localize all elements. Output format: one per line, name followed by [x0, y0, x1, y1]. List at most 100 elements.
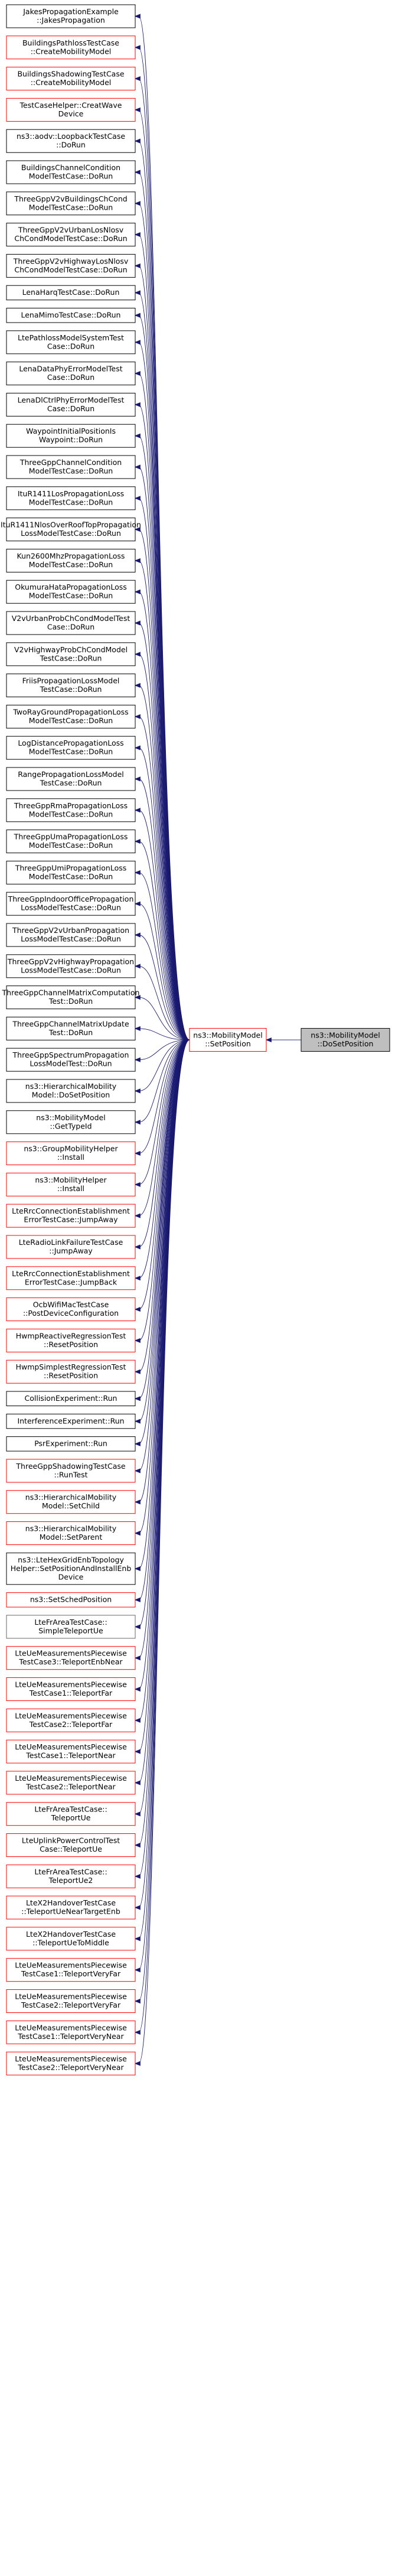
caller-node-ns3-mobilityhelper-install[interactable]: ns3::MobilityHelper::Install	[6, 1172, 136, 1196]
node-label-line: ModelTestCase::DoRun	[29, 872, 113, 881]
node-box	[6, 830, 136, 854]
caller-node-interferenceexperiment-run[interactable]: InterferenceExperiment::Run	[6, 1413, 136, 1429]
node-label-line: ThreeGppUmiPropagationLoss	[15, 863, 127, 872]
node-label-line: ::DoSetPosition	[318, 1039, 374, 1048]
caller-node-itur1411nlosoverrooftoppropagationlossmodeltestcase-dorun[interactable]: ItuR1411NlosOverRoofTopPropagationLossMo…	[1, 518, 141, 542]
caller-node-lterrcconnectionestablishmenterrortestcase-jumpback[interactable]: LteRrcConnectionEstablishmentErrorTestCa…	[6, 1266, 136, 1290]
caller-node-hwmpreactiveregressiontest-resetposition[interactable]: HwmpReactiveRegressionTest::ResetPositio…	[6, 1328, 136, 1352]
caller-node-threegpprmapropagationlossmodeltestcase-dorun[interactable]: ThreeGppRmaPropagationLossModelTestCase:…	[6, 798, 136, 822]
caller-node-ns3-ltehexgridenbtopologyhelper-setpositionandinstallenbdevice[interactable]: ns3::LteHexGridEnbTopologyHelper::SetPos…	[6, 1552, 136, 1585]
caller-node-threegppv2vurbanpropagationlossmodeltestcase-dorun[interactable]: ThreeGppV2vUrbanPropagationLossModelTest…	[6, 923, 136, 947]
caller-node-buildingschannelconditionmodeltestcase-dorun[interactable]: BuildingsChannelConditionModelTestCase::…	[6, 160, 136, 184]
caller-node-threegppindoorofficepropagationlossmodeltestcase-dorun[interactable]: ThreeGppIndoorOfficePropagationLossModel…	[6, 892, 136, 916]
caller-node-ltex2handovertestcase-teleportueneartargetenb[interactable]: LteX2HandoverTestCase::TeleportUeNearTar…	[6, 1895, 136, 1920]
do-set-position-node[interactable]: ns3::MobilityModel::DoSetPosition	[301, 1028, 390, 1052]
caller-node-lteuemeasurementspiecewisetestcase2-teleportnear[interactable]: LteUeMeasurementsPiecewiseTestCase2::Tel…	[6, 1771, 136, 1795]
edge-arrowhead	[134, 107, 141, 112]
caller-node-threegppumapropagationlossmodeltestcase-dorun[interactable]: ThreeGppUmaPropagationLossModelTestCase:…	[6, 830, 136, 854]
edge-arrowhead	[134, 232, 141, 238]
node-label-line: ::PostDeviceConfiguration	[23, 1309, 119, 1318]
caller-node-lteuemeasurementspiecewisetestcase2-teleportveryfar[interactable]: LteUeMeasurementsPiecewiseTestCase2::Tel…	[6, 1989, 136, 2013]
node-label-line: TestCase1::TeleportVeryNear	[17, 2032, 124, 2041]
caller-node-threegppchannelmatrixcomputationtest-dorun[interactable]: ThreeGppChannelMatrixComputationTest::Do…	[2, 985, 140, 1010]
caller-node-ltefrareatestcase-teleportue[interactable]: LteFrAreaTestCase::TeleportUe	[6, 1802, 136, 1826]
node-label-line: Model::SetParent	[40, 1533, 103, 1541]
call-edge	[138, 1039, 190, 1627]
node-label-line: LteUeMeasurementsPiecewise	[15, 1711, 127, 1720]
caller-node-tworaygroundpropagationlossmodeltestcase-dorun[interactable]: TwoRayGroundPropagationLossModelTestCase…	[6, 704, 136, 728]
caller-node-collisionexperiment-run[interactable]: CollisionExperiment::Run	[6, 1391, 136, 1406]
call-edge	[138, 747, 190, 1040]
caller-node-okumurahatapropagationlossmodeltestcase-dorun[interactable]: OkumuraHataPropagationLossModelTestCase:…	[6, 580, 136, 604]
caller-node-threegppumipropagationlossmodeltestcase-dorun[interactable]: ThreeGppUmiPropagationLossModelTestCase:…	[6, 860, 136, 884]
caller-node-threegppv2vurbanlosnlosvchcondmodeltestcase-dorun[interactable]: ThreeGppV2vUrbanLosNlosvChCondModelTestC…	[6, 223, 136, 247]
caller-node-lenamimotestcase-dorun[interactable]: LenaMimoTestCase::DoRun	[6, 308, 136, 323]
caller-node-ns3-hierarchicalmobilitymodel-setparent[interactable]: ns3::HierarchicalMobilityModel::SetParen…	[6, 1521, 136, 1545]
caller-node-itur1411lospropagationlossmodeltestcase-dorun[interactable]: ItuR1411LosPropagationLossModelTestCase:…	[6, 486, 136, 510]
caller-node-lenaharqtestcase-dorun[interactable]: LenaHarqTestCase::DoRun	[6, 285, 136, 301]
node-label-line: ns3::MobilityModel	[193, 1031, 262, 1040]
node-box	[6, 1864, 136, 1888]
caller-node-psrexperiment-run[interactable]: PsrExperiment::Run	[6, 1436, 136, 1452]
caller-node-buildingspathlosstestcase-createmobilitymodel[interactable]: BuildingsPathlossTestCase::CreateMobilit…	[6, 35, 136, 60]
node-label-line: TestCase::DoRun	[40, 779, 102, 788]
caller-node-threegppchannelconditionmodeltestcase-dorun[interactable]: ThreeGppChannelConditionModelTestCase::D…	[6, 455, 136, 479]
caller-node-threegppv2vbuildingschcondmodeltestcase-dorun[interactable]: ThreeGppV2vBuildingsChCondModelTestCase:…	[6, 191, 136, 216]
caller-node-ltex2handovertestcase-teleportuetomiddle[interactable]: LteX2HandoverTestCase::TeleportUeToMiddl…	[6, 1927, 136, 1951]
node-label-line: InterferenceExperiment::Run	[17, 1416, 124, 1425]
caller-node-hwmpsimplestregressiontest-resetposition[interactable]: HwmpSimplestRegressionTest::ResetPositio…	[6, 1359, 136, 1384]
caller-node-buildingsshadowingtestcase-createmobilitymodel[interactable]: BuildingsShadowingTestCase::CreateMobili…	[6, 67, 136, 91]
call-edges	[134, 14, 301, 2066]
caller-node-lteuplinkpowercontroltestcase-teleportue[interactable]: LteUplinkPowerControlTestCase::TeleportU…	[6, 1833, 136, 1857]
caller-node-lteuemeasurementspiecewisetestcase2-teleportfar[interactable]: LteUeMeasurementsPiecewiseTestCase2::Tel…	[6, 1708, 136, 1732]
caller-node-threegppv2vhighwaypropagationlossmodeltestcase-dorun[interactable]: ThreeGppV2vHighwayPropagationLossModelTe…	[6, 954, 136, 978]
node-label-line: BuildingsChannelCondition	[21, 163, 120, 172]
caller-node-lteuemeasurementspiecewisetestcase1-teleportfar[interactable]: LteUeMeasurementsPiecewiseTestCase1::Tel…	[6, 1677, 136, 1701]
node-label-line: ChCondModelTestCase::DoRun	[14, 265, 127, 274]
edge-arrowhead	[134, 340, 141, 345]
caller-node-lteuemeasurementspiecewisetestcase1-teleportverynear[interactable]: LteUeMeasurementsPiecewiseTestCase1::Tel…	[6, 2020, 136, 2044]
node-box	[6, 285, 136, 301]
caller-node-threegppv2vhighwaylosnlosvchcondmodeltestcase-dorun[interactable]: ThreeGppV2vHighwayLosNlosvChCondModelTes…	[6, 253, 136, 278]
caller-node-lteuemeasurementspiecewisetestcase2-teleportverynear[interactable]: LteUeMeasurementsPiecewiseTestCase2::Tel…	[6, 2051, 136, 2076]
caller-node-ocbwifimactestcase-postdeviceconfiguration[interactable]: OcbWifiMacTestCase::PostDeviceConfigurat…	[6, 1297, 136, 1322]
node-box	[6, 1802, 136, 1826]
caller-node-ltefrareatestcase-simpleteleportue[interactable]: LteFrAreaTestCase::SimpleTeleportUe	[6, 1615, 136, 1639]
caller-node-ns3-setschedposition[interactable]: ns3::SetSchedPosition	[6, 1592, 136, 1608]
caller-node-lteuemeasurementspiecewisetestcase3-teleportenbnear[interactable]: LteUeMeasurementsPiecewiseTestCase3::Tel…	[6, 1646, 136, 1670]
caller-node-lteuemeasurementspiecewisetestcase1-teleportnear[interactable]: LteUeMeasurementsPiecewiseTestCase1::Tel…	[6, 1739, 136, 1764]
edge-arrowhead	[134, 1419, 141, 1424]
caller-node-lterrcconnectionestablishmenterrortestcase-jumpaway[interactable]: LteRrcConnectionEstablishmentErrorTestCa…	[6, 1204, 136, 1228]
caller-node-ltefrareatestcase-teleportue2[interactable]: LteFrAreaTestCase::TeleportUe2	[6, 1864, 136, 1888]
caller-node-jakespropagationexample-jakespropagation[interactable]: JakesPropagationExample::JakesPropagatio…	[6, 4, 136, 28]
caller-node-threegppshadowingtestcase-runtest[interactable]: ThreeGppShadowingTestCase::RunTest	[6, 1459, 136, 1483]
set-position-node[interactable]: ns3::MobilityModel::SetPosition	[189, 1028, 267, 1052]
caller-node-ns3-groupmobilityhelper-install[interactable]: ns3::GroupMobilityHelper::Install	[6, 1141, 136, 1166]
call-edge	[138, 1039, 190, 1422]
node-box	[6, 1297, 136, 1322]
node-box	[6, 129, 136, 153]
node-label-line: ModelTestCase::DoRun	[29, 809, 113, 818]
caller-node-lteradiolinkfailuretestcase-jumpaway[interactable]: LteRadioLinkFailureTestCase::JumpAway	[6, 1235, 136, 1259]
caller-node-ns3-hierarchicalmobilitymodel-dosetposition[interactable]: ns3::HierarchicalMobilityModel::DoSetPos…	[6, 1079, 136, 1103]
node-label-line: SimpleTeleportUe	[38, 1626, 103, 1635]
caller-node-logdistancepropagationlossmodeltestcase-dorun[interactable]: LogDistancePropagationLossModelTestCase:…	[6, 736, 136, 760]
edge-arrowhead	[134, 1500, 141, 1505]
caller-node-lteuemeasurementspiecewisetestcase1-teleportveryfar[interactable]: LteUeMeasurementsPiecewiseTestCase1::Tel…	[6, 1958, 136, 1982]
caller-node-ns3-aodv-loopbacktestcase-dorun[interactable]: ns3::aodv::LoopbackTestCase::DoRun	[6, 129, 136, 153]
caller-node-ns3-mobilitymodel-gettypeid[interactable]: ns3::MobilityModel::GetTypeId	[6, 1110, 136, 1134]
caller-node-threegppspectrumpropagationlossmodeltest-dorun[interactable]: ThreeGppSpectrumPropagationLossModelTest…	[6, 1048, 136, 1072]
caller-node-kun2600mhzpropagationlossmodeltestcase-dorun[interactable]: Kun2600MhzPropagationLossModelTestCase::…	[6, 548, 136, 573]
